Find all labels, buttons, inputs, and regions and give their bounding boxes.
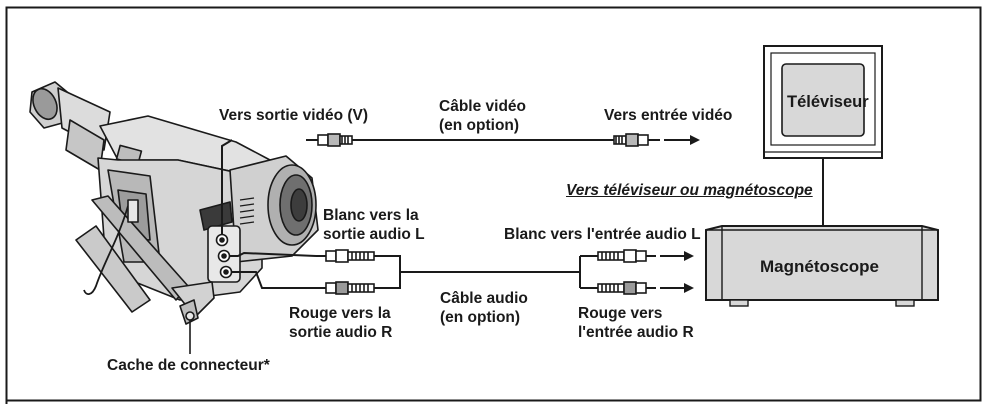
- label-red-in-line1: Rouge vers: [578, 305, 663, 322]
- label-white-in: Blanc vers l'entrée audio L: [504, 226, 701, 243]
- audio-plug-white-camera: [316, 249, 375, 263]
- label-tv: Téléviseur: [787, 93, 869, 111]
- label-video-cable-line1: Câble vidéo: [439, 98, 526, 115]
- label-video-cable: Câble vidéo (en option): [439, 97, 526, 135]
- label-red-in-line2: l'entrée audio R: [578, 324, 694, 341]
- label-video-out: Vers sortie vidéo (V): [219, 107, 369, 124]
- label-video-cable-line2: (en option): [439, 117, 520, 134]
- label-audio-cable: Câble audio (en option): [440, 289, 528, 327]
- video-cable: [221, 139, 614, 234]
- video-plug-tv: [613, 133, 660, 147]
- audio-plug-red-vcr: [597, 281, 656, 295]
- label-to-tv-vcr: Vers téléviseur ou magnétoscope: [566, 182, 813, 199]
- label-audio-cable-line2: (en option): [440, 309, 521, 326]
- video-arrow: [664, 135, 700, 145]
- video-plug-camera: [306, 133, 353, 147]
- audio-plug-red-camera: [316, 281, 375, 295]
- label-video-in: Vers entrée vidéo: [604, 107, 733, 124]
- label-audio-cable-line1: Câble audio: [440, 290, 528, 307]
- vcr-illustration: [705, 225, 939, 307]
- diagram-border: [5, 6, 982, 402]
- audio-cable: [230, 251, 598, 289]
- label-red-in: Rouge vers l'entrée audio R: [578, 304, 694, 342]
- tv-illustration: [763, 45, 883, 159]
- label-white-out-line2: sortie audio L: [323, 226, 425, 243]
- label-connector-cover: Cache de connecteur*: [107, 357, 270, 374]
- label-red-out: Rouge vers la sortie audio R: [289, 304, 392, 342]
- camcorder-illustration: [29, 81, 319, 325]
- audio-arrows: [660, 251, 694, 293]
- label-white-out: Blanc vers la sortie audio L: [323, 206, 425, 244]
- label-red-out-line2: sortie audio R: [289, 324, 393, 341]
- audio-plug-white-vcr: [597, 249, 656, 263]
- label-red-out-line1: Rouge vers la: [289, 305, 391, 322]
- label-white-out-line1: Blanc vers la: [323, 207, 419, 224]
- label-vcr: Magnétoscope: [760, 257, 880, 276]
